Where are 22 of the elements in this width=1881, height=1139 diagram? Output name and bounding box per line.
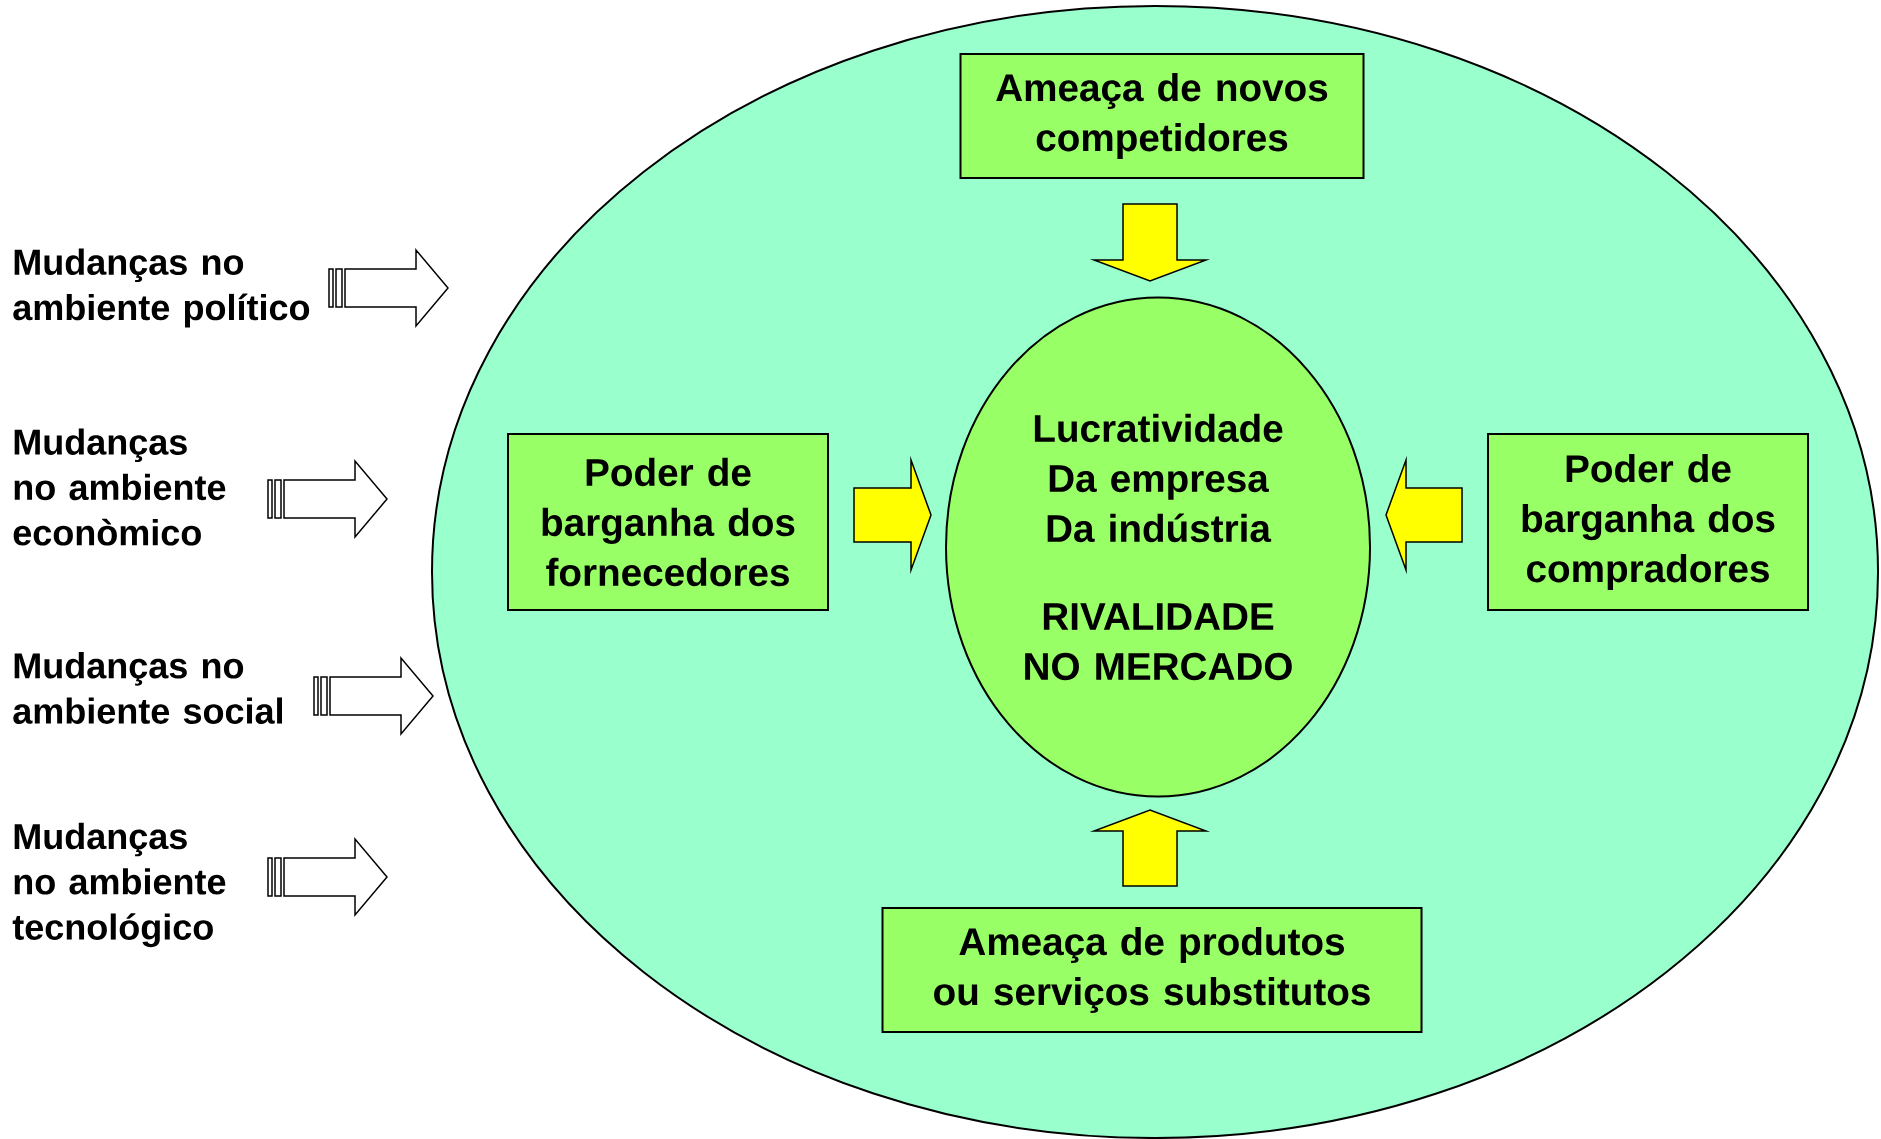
striped-arrow — [267, 836, 388, 918]
force-box: Poder de barganha dos fornecedores — [507, 433, 829, 611]
block-arrow — [1089, 203, 1211, 282]
side-label: Mudanças no ambiente político — [13, 248, 310, 328]
node-label: Lucratividade — [1034, 413, 1283, 443]
striped-arrow — [328, 247, 449, 329]
block-arrow — [1385, 455, 1463, 575]
striped-arrow — [313, 655, 434, 737]
striped-arrow — [267, 458, 388, 540]
node-label: Da indústria — [1047, 513, 1272, 543]
node-label: Da empresa — [1049, 465, 1269, 500]
center-ellipse — [945, 296, 1371, 798]
side-label: Mudanças no ambiente tecnológico — [12, 822, 226, 948]
center-text: Lucratividade Da empresa Da indústria RIVALIDADE NO MERCADO — [1025, 413, 1292, 681]
force-box: Poder de barganha dos compradores — [1487, 433, 1809, 611]
side-label: Mudanças no ambiente econòmico — [13, 428, 226, 546]
block-arrow — [1089, 809, 1211, 887]
force-box: Ameaça de produtos ou serviços substitutos — [881, 907, 1423, 1033]
node-label: RIVALIDADE NO MERCADO — [1025, 603, 1292, 681]
side-label: Mudanças no ambiente social — [13, 652, 283, 724]
block-arrow — [853, 455, 932, 575]
force-box: Ameaça de novos competidores — [959, 53, 1365, 179]
